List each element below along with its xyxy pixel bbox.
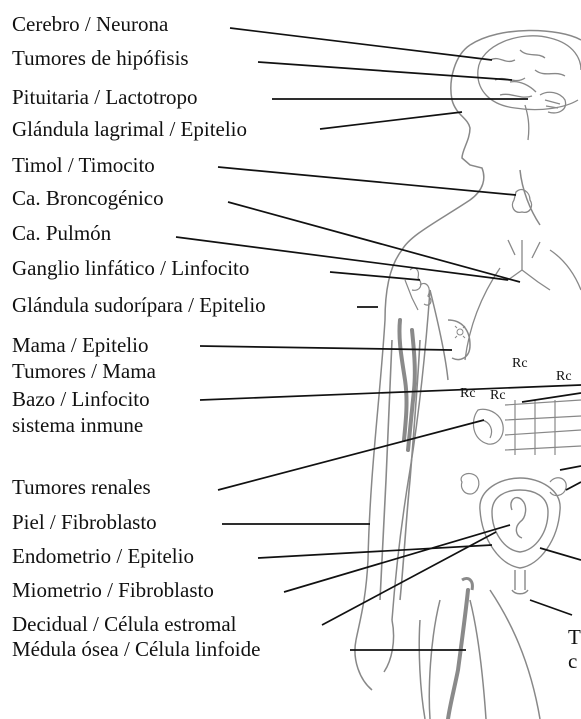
label-rc-2: Rc: [556, 369, 572, 385]
label-medula: Médula ósea / Célula linfoide: [12, 637, 260, 661]
label-tumores-mama: Tumores / Mama: [12, 359, 156, 383]
label-miometrio: Miometrio / Fibroblasto: [12, 578, 214, 602]
thymus-drawing: [512, 190, 531, 213]
leader-line-broncogenico: [228, 202, 520, 282]
body-outline: [355, 30, 581, 719]
label-rc-3: Rc: [460, 386, 476, 402]
label-renales: Tumores renales: [12, 475, 151, 499]
lungs-drawing: [465, 240, 581, 360]
leader-line-lagrimal: [320, 112, 462, 129]
label-piel: Piel / Fibroblasto: [12, 510, 157, 534]
label-lagrimal: Glándula lagrimal / Epitelio: [12, 117, 247, 141]
leader-line-cervix: [530, 600, 572, 615]
label-decidual: Decidual / Célula estromal: [12, 612, 237, 636]
label-ganglio: Ganglio linfático / Linfocito: [12, 256, 249, 280]
label-timol: Timol / Timocito: [12, 153, 155, 177]
leader-line-intestine: [560, 466, 581, 470]
label-rc-1: Rc: [512, 356, 528, 372]
leader-line-kidney: [566, 482, 581, 490]
leader-line-cerebro: [230, 28, 492, 60]
label-mama: Mama / Epitelio: [12, 333, 148, 357]
leader-line-ganglio: [330, 272, 420, 280]
leader-line-timol: [218, 167, 516, 195]
uterus-drawing: [480, 478, 560, 594]
kidney-drawing: [461, 474, 566, 496]
brain-drawing: [478, 36, 581, 140]
label-sudoripara: Glándula sudorípara / Epitelio: [12, 293, 266, 317]
label-sistema-inmune: sistema inmune: [12, 413, 143, 437]
label-hipofisis: Tumores de hipófisis: [12, 46, 189, 70]
label-rc-4: Rc: [490, 388, 506, 404]
label-pulmon: Ca. Pulmón: [12, 221, 111, 245]
label-broncogenico: Ca. Broncogénico: [12, 186, 164, 210]
label-cerebro: Cerebro / Neurona: [12, 12, 168, 36]
leader-line-uterus-right: [540, 548, 581, 560]
arm-vessels: [399, 320, 414, 450]
leader-line-renales: [218, 420, 484, 490]
label-bazo: Bazo / Linfocito: [12, 387, 150, 411]
leader-line-miometrio: [284, 525, 510, 592]
label-pituitaria: Pituitaria / Lactotropo: [12, 85, 197, 109]
sweat-gland-drawing: [455, 326, 465, 338]
label-right-edge-t: T: [568, 625, 581, 649]
lymph-node-drawing: [405, 268, 431, 310]
bone-marrow-vessel: [448, 590, 468, 719]
intestines-drawing: [473, 400, 581, 455]
leader-line-endometrio: [258, 545, 492, 558]
leader-line-hipofisis: [258, 62, 512, 80]
label-endometrio: Endometrio / Epitelio: [12, 544, 194, 568]
label-right-edge-c: c: [568, 649, 577, 673]
